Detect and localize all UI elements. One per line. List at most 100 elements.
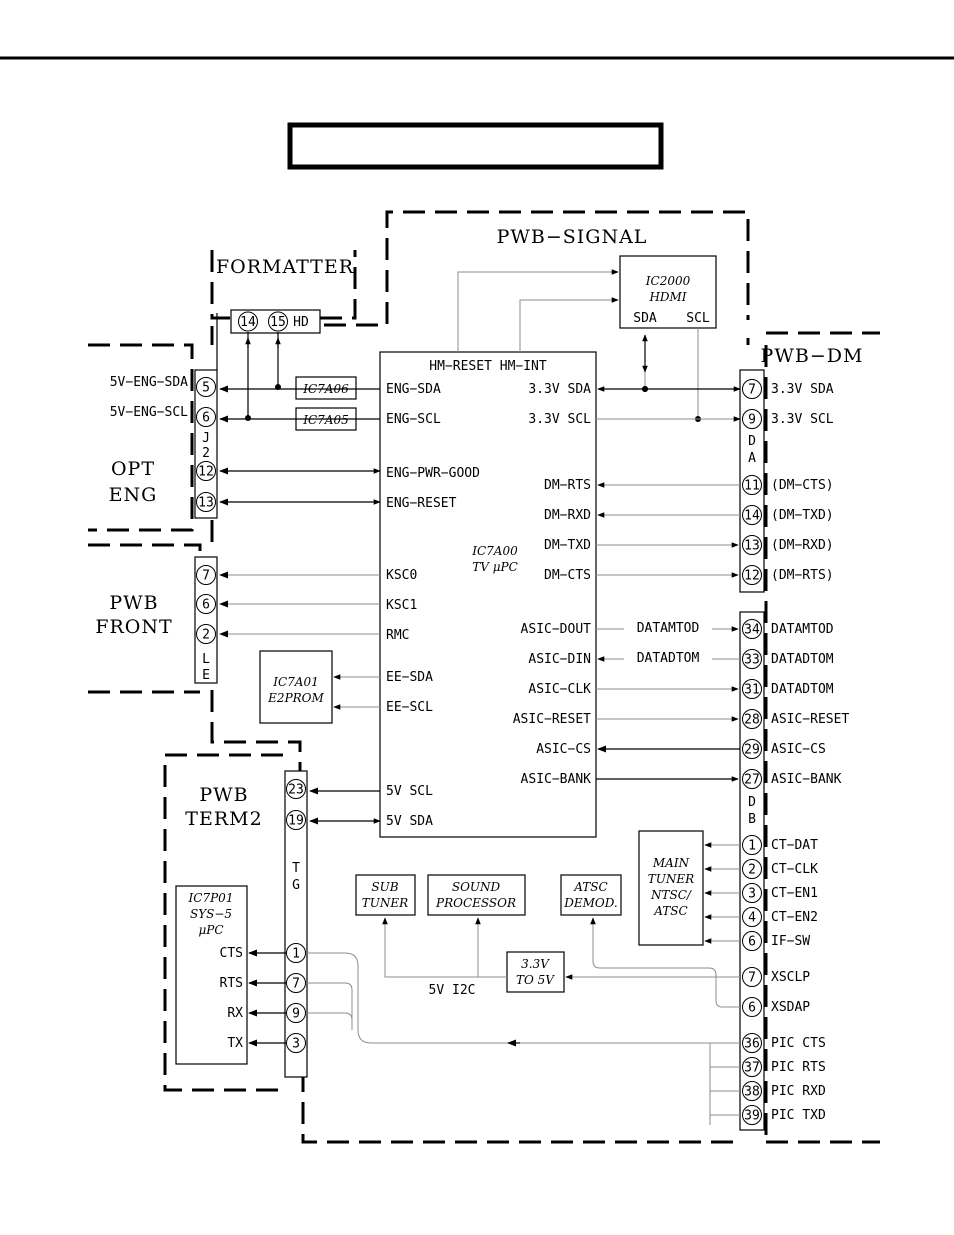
hd-connector: 14 15 HD	[230, 309, 321, 334]
svg-text:J: J	[202, 431, 210, 446]
ic7a00-left-pin-label: RMC	[386, 628, 409, 643]
junction-dot	[642, 386, 648, 392]
ic7a00-right-pin-label: ASIC−CLK	[528, 682, 591, 697]
da-signal-label: 3.3V SDA	[771, 382, 834, 397]
da-pin-12-circle	[742, 565, 762, 585]
tg-connector: T G	[284, 770, 308, 1078]
da-pin-14-number: 14	[744, 509, 760, 524]
le-pin-2-number: 2	[202, 628, 210, 643]
db-pin-28-circle	[742, 709, 762, 729]
db-pin-6-circle	[742, 931, 762, 951]
svg-text:OPT: OPT	[111, 458, 155, 480]
svg-text:G: G	[292, 878, 300, 893]
db-pin-4-circle	[742, 907, 762, 927]
db-pin-3-number: 3	[748, 887, 756, 902]
atsc-demod: ATSC DEMOD.	[560, 874, 622, 916]
ic7a00-left-pin-label: KSC0	[386, 568, 417, 583]
tg-pin-1-number: 1	[292, 947, 300, 962]
svg-text:E2PROM: E2PROM	[267, 691, 324, 705]
svg-text:μPC: μPC	[198, 923, 223, 937]
db-signal-label: CT−EN1	[771, 886, 818, 901]
ic7a00-right-pin-label: DM−CTS	[544, 568, 591, 583]
svg-text:PWB: PWB	[199, 784, 248, 806]
db-signal-label: CT−EN2	[771, 910, 818, 925]
svg-text:HD: HD	[293, 315, 309, 330]
pwb-signal-title: PWB−SIGNAL	[497, 226, 648, 248]
svg-text:IC2000: IC2000	[645, 274, 691, 288]
db-pin-29-number: 29	[744, 743, 760, 758]
svg-text:B: B	[748, 812, 756, 827]
ic7a00-left-pin-label: ENG−SDA	[386, 382, 441, 397]
svg-text:T: T	[292, 861, 300, 876]
db-pin-4-number: 4	[748, 911, 756, 926]
tg-pin-23-circle	[286, 779, 306, 799]
svg-text:MAIN: MAIN	[652, 856, 690, 870]
svg-text:HDMI: HDMI	[648, 290, 686, 304]
svg-text:PROCESSOR: PROCESSOR	[435, 896, 516, 910]
db-pin-39-circle	[742, 1105, 762, 1125]
ic7a00-right-pin-label: 3.3V SDA	[528, 382, 591, 397]
da-pin-9-number: 9	[748, 413, 756, 428]
ic7a00-right-pin-label: ASIC−DOUT	[521, 622, 592, 637]
j2-pin-6-circle	[196, 407, 216, 427]
db-pin-37-number: 37	[744, 1061, 760, 1076]
le-pin-7-circle	[196, 565, 216, 585]
db-pin-27-number: 27	[744, 773, 760, 788]
tg-pin-3-circle	[286, 1033, 306, 1053]
j2-connector: J 2	[194, 369, 218, 519]
svg-text:D: D	[748, 795, 756, 810]
svg-text:14: 14	[240, 315, 256, 330]
ic7a00-left-pin-label: EE−SDA	[386, 670, 433, 685]
j2-pin-5-circle	[196, 377, 216, 397]
ic7a00-left-pin-label: 5V SDA	[386, 814, 433, 829]
da-pin-12-number: 12	[744, 569, 760, 584]
db-pin-7-number: 7	[748, 971, 756, 986]
le-pin-7-number: 7	[202, 569, 210, 584]
ic7p01-pin-label: RX	[227, 1006, 243, 1021]
svg-text:A: A	[748, 451, 756, 466]
le-pin-6-circle	[196, 594, 216, 614]
svg-text:2: 2	[202, 446, 210, 461]
ic7a00-chip: HM−RESET HM−INT IC7A00 TV μPC	[379, 351, 597, 838]
da-pin-11-number: 11	[744, 479, 760, 494]
ic7a00-right-pin-label: ASIC−DIN	[528, 652, 591, 667]
svg-text:15: 15	[270, 315, 286, 330]
da-signal-label: (DM−TXD)	[771, 508, 834, 523]
db-pin-29-circle	[742, 739, 762, 759]
pwb-term2-title: PWB TERM2	[185, 784, 261, 830]
db-pin-36-number: 36	[744, 1037, 760, 1052]
ic7a00-left-pin-label: 5V SCL	[386, 784, 433, 799]
ic7a00-left-pin-label: KSC1	[386, 598, 417, 613]
tg-pin-7-circle	[286, 973, 306, 993]
da-pin-7-number: 7	[748, 383, 756, 398]
db-pin-38-number: 38	[744, 1085, 760, 1100]
ic7a01-e2prom: IC7A01 E2PROM	[259, 650, 333, 724]
svg-text:IC7A00: IC7A00	[471, 544, 518, 558]
ic7a06: IC7A06	[295, 376, 357, 400]
db-signal-label: PIC CTS	[771, 1036, 826, 1051]
svg-text:NTSC/: NTSC/	[650, 888, 693, 902]
svg-text:L: L	[202, 652, 210, 667]
i2c-wire-label: 5V I2C	[429, 983, 476, 998]
svg-text:PWB: PWB	[109, 592, 158, 614]
ic7a00-right-pin-label: 3.3V SCL	[528, 412, 591, 427]
le-connector: L E	[194, 556, 218, 684]
db-pin-1-circle	[742, 835, 762, 855]
db-pin-2-circle	[742, 859, 762, 879]
svg-text:E: E	[202, 668, 210, 683]
datadtom-wire-label: DATADTOM	[637, 651, 700, 666]
formatter-title: FORMATTER	[216, 256, 354, 278]
db-pin-36-circle	[742, 1033, 762, 1053]
j2-signal-label: 5V−ENG−SCL	[110, 405, 188, 420]
sub-tuner: SUB TUNER	[355, 874, 416, 916]
svg-text:TUNER: TUNER	[362, 896, 408, 910]
pwb-dm-title: PWB−DM	[761, 345, 864, 367]
db-pin-27-circle	[742, 769, 762, 789]
svg-text:TO 5V: TO 5V	[516, 973, 555, 987]
tg-pin-23-number: 23	[288, 783, 304, 798]
pwb-front-title: PWB FRONT	[95, 592, 171, 638]
main-tuner: MAIN TUNER NTSC/ ATSC	[638, 830, 704, 946]
ic7a00-right-pin-label: DM−RXD	[544, 508, 591, 523]
db-pin-34-circle	[742, 619, 762, 639]
